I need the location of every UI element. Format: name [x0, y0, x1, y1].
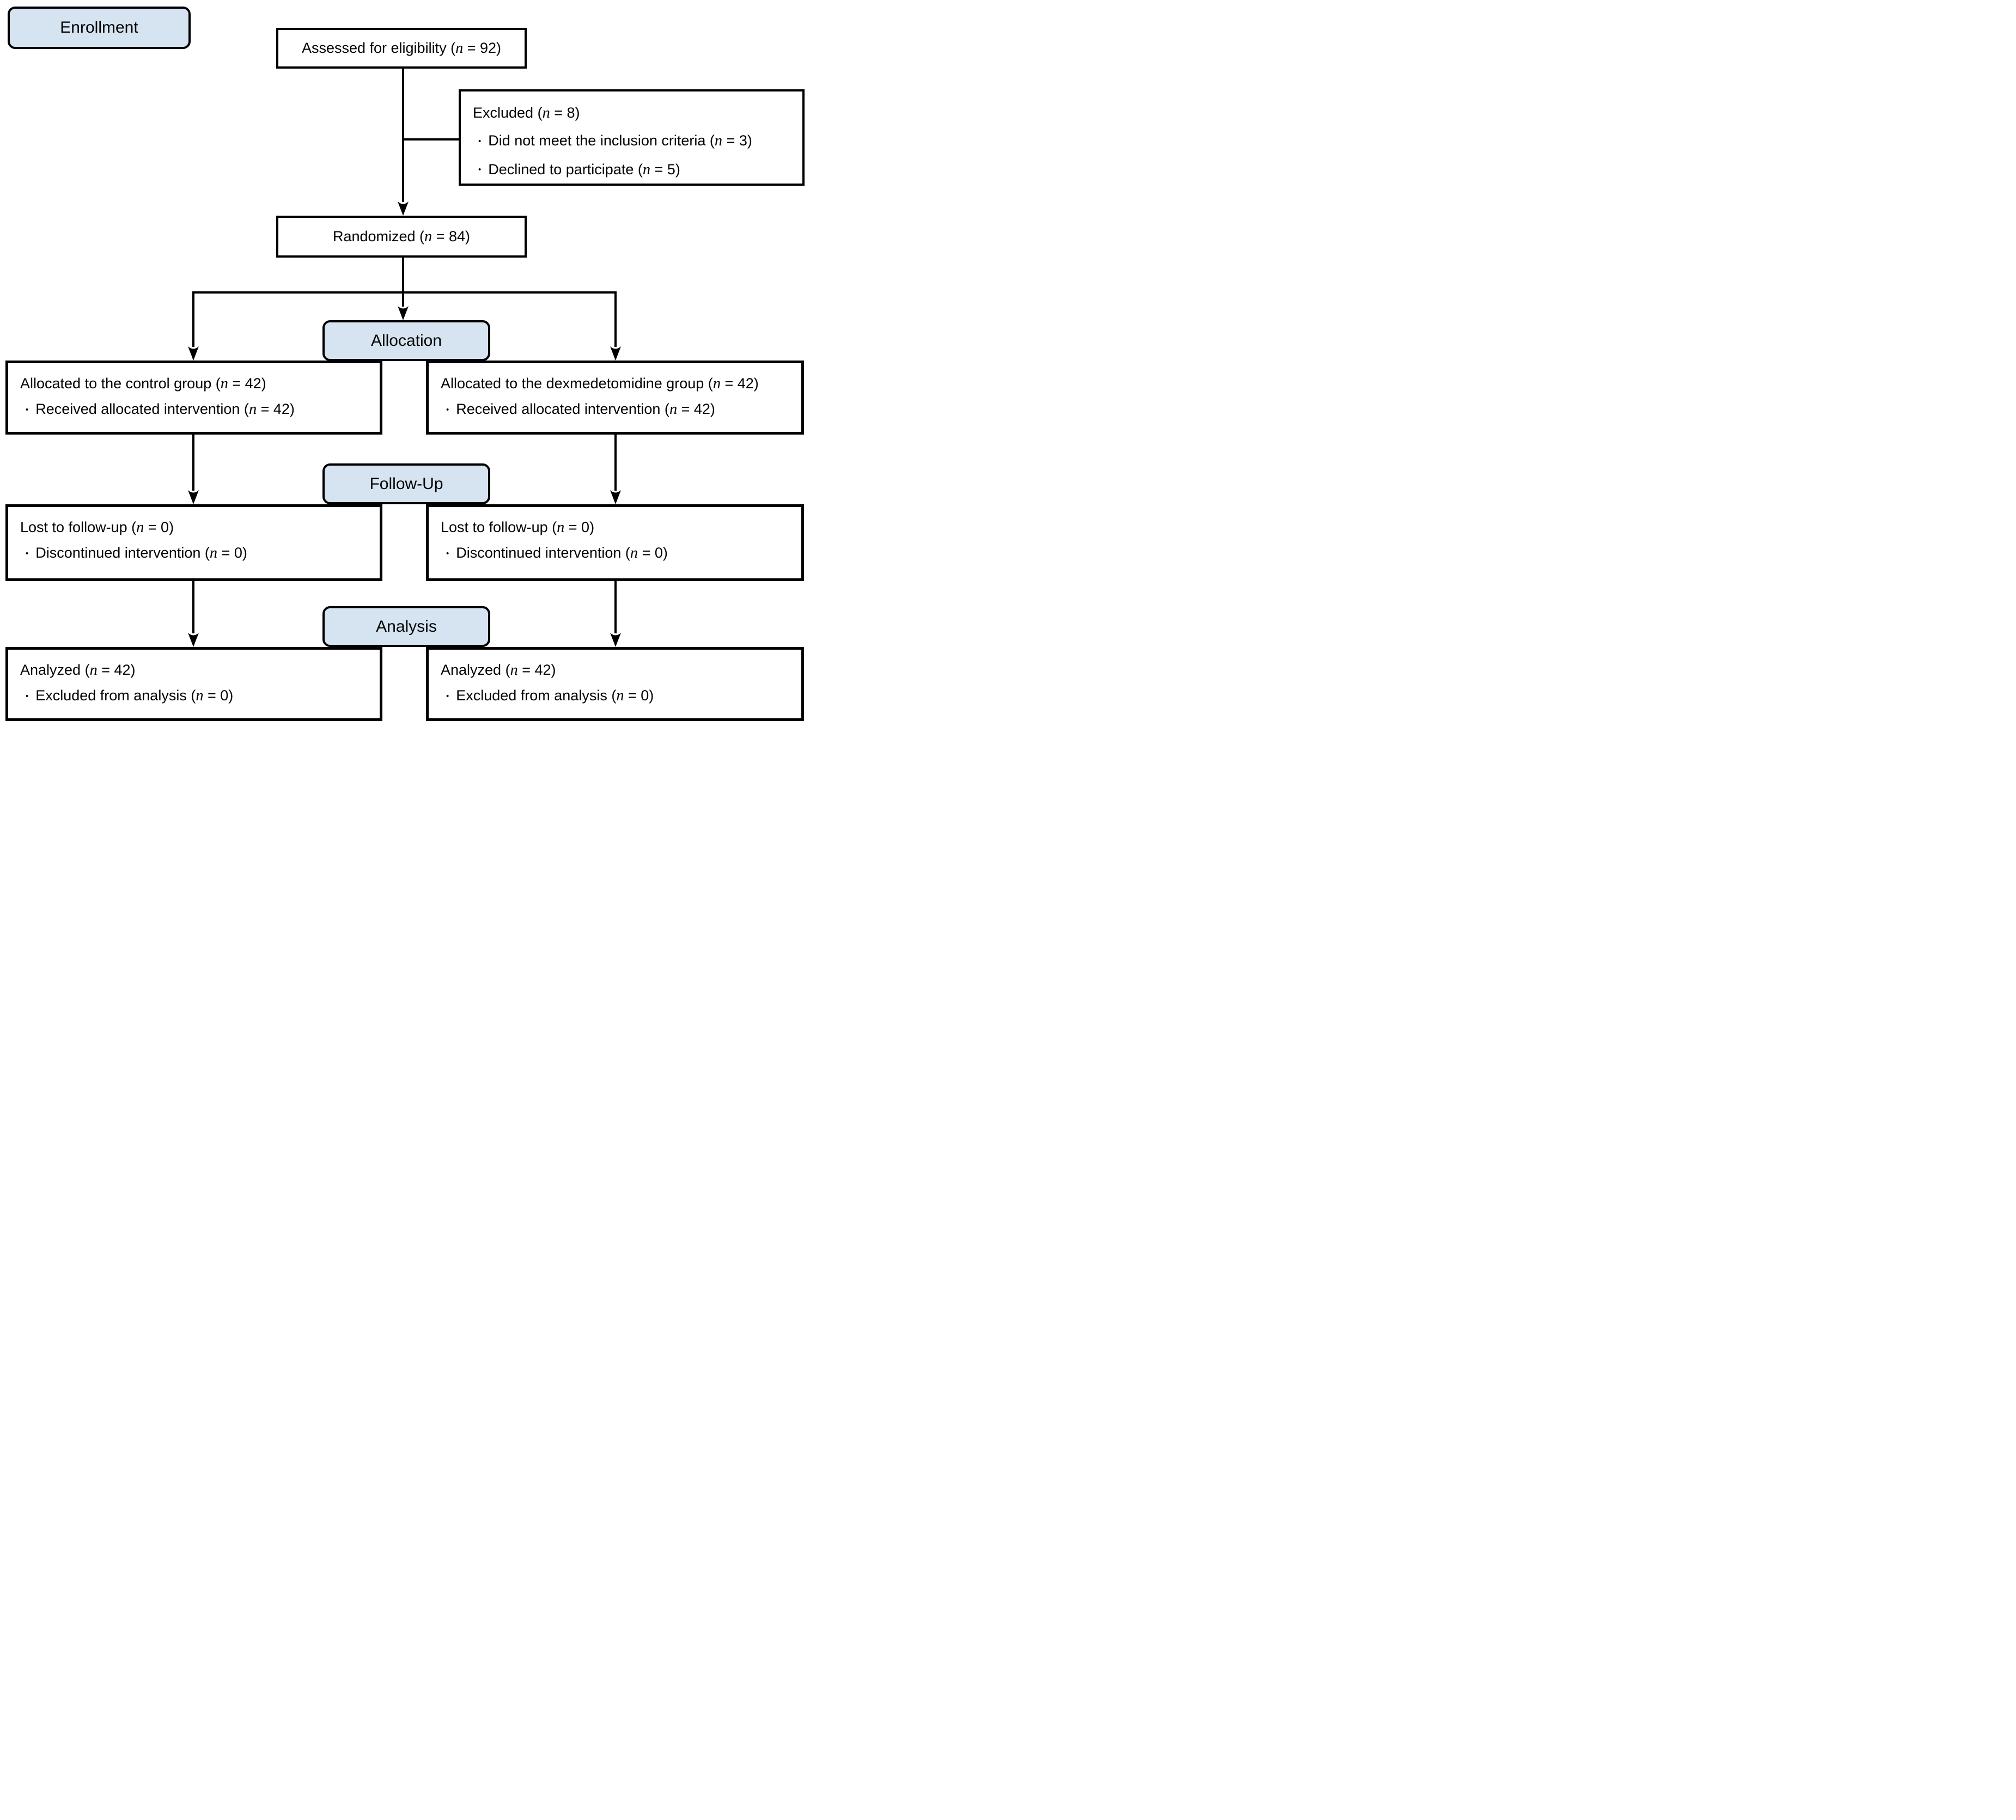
- box-bullet-item: •Received allocated intervention (n = 42…: [429, 396, 801, 423]
- stage-label-text: Enrollment: [60, 19, 138, 36]
- box-bullet-item: •Discontinued intervention (n = 0): [429, 540, 801, 567]
- flow-box-analyzed-control: Analyzed (n = 42) •Excluded from analysi…: [5, 647, 382, 721]
- arrowhead-down-icon: [398, 306, 409, 320]
- box-title: Analyzed (n = 42): [20, 662, 136, 679]
- stage-label-enrollment: Enrollment: [8, 7, 191, 49]
- bullet-icon: •: [26, 692, 29, 701]
- arrowhead-down-icon: [610, 490, 621, 504]
- connector-branch-center: [402, 291, 404, 307]
- flow-box-followup-control: Lost to follow-up (n = 0) •Discontinued …: [5, 504, 382, 581]
- flow-box-excluded: Excluded (n = 8) •Did not meet the inclu…: [459, 89, 805, 186]
- connector-fu-analysis-right: [614, 581, 617, 633]
- stage-label-analysis: Analysis: [322, 606, 490, 647]
- box-title: Assessed for eligibility (n = 92): [301, 39, 502, 57]
- flow-box-allocated-control: Allocated to the control group (n = 42) …: [5, 361, 382, 435]
- arrowhead-down-icon: [610, 633, 621, 647]
- bullet-icon: •: [446, 405, 449, 414]
- stage-label-text: Analysis: [376, 617, 437, 636]
- connector-fu-analysis-left: [192, 581, 194, 633]
- box-title: Allocated to the dexmedetomidine group (…: [441, 375, 759, 392]
- stage-label-text: Follow-Up: [369, 474, 443, 493]
- bullet-icon: •: [26, 405, 29, 414]
- flow-box-followup-dexmedetomidine: Lost to follow-up (n = 0) •Discontinued …: [426, 504, 804, 581]
- box-bullet-item: •Discontinued intervention (n = 0): [8, 540, 380, 567]
- bullet-icon: •: [446, 549, 449, 558]
- flow-box-analyzed-dexmedetomidine: Analyzed (n = 42) •Excluded from analysi…: [426, 647, 804, 721]
- connector-assessed-randomized: [402, 68, 404, 202]
- box-title: Lost to follow-up (n = 0): [20, 519, 174, 536]
- bullet-icon: •: [446, 692, 449, 701]
- box-title: Analyzed (n = 42): [441, 662, 556, 679]
- box-title: Excluded (n = 8): [473, 105, 580, 121]
- connector-branch-left: [192, 291, 194, 347]
- flow-box-allocated-dexmedetomidine: Allocated to the dexmedetomidine group (…: [426, 361, 804, 435]
- flow-box-assessed: Assessed for eligibility (n = 92): [276, 28, 527, 69]
- connector-branch-right: [614, 291, 617, 347]
- arrowhead-down-icon: [188, 346, 199, 361]
- box-bullet-item: •Excluded from analysis (n = 0): [429, 683, 801, 710]
- stage-label-allocation: Allocation: [322, 320, 490, 361]
- arrowhead-down-icon: [188, 633, 199, 647]
- stage-label-text: Allocation: [370, 331, 442, 350]
- box-bullet-item: •Excluded from analysis (n = 0): [8, 683, 380, 710]
- branch-horizontal-line: [192, 291, 617, 294]
- arrowhead-down-icon: [610, 346, 621, 361]
- bullet-icon: •: [26, 549, 29, 558]
- box-title: Allocated to the control group (n = 42): [20, 375, 266, 392]
- bullet-icon: •: [478, 137, 482, 146]
- flow-box-randomized: Randomized (n = 84): [276, 216, 527, 258]
- arrowhead-down-icon: [188, 490, 199, 504]
- arrowhead-down-icon: [398, 201, 409, 216]
- box-bullet-item: •Did not meet the inclusion criteria (n …: [461, 127, 802, 156]
- connector-excluded: [403, 138, 459, 141]
- connector-alloc-fu-left: [192, 435, 194, 491]
- bullet-icon: •: [478, 166, 482, 175]
- connector-alloc-fu-right: [614, 435, 617, 491]
- consort-flow-diagram: Enrollment Assessed for eligibility (n =…: [0, 0, 806, 728]
- box-bullet-item: •Declined to participate (n = 5): [461, 156, 802, 185]
- box-title: Randomized (n = 84): [332, 228, 471, 245]
- box-bullet-item: •Received allocated intervention (n = 42…: [8, 396, 380, 423]
- connector-randomized-branch: [402, 257, 404, 292]
- stage-label-followup: Follow-Up: [322, 463, 490, 504]
- box-title: Lost to follow-up (n = 0): [441, 519, 595, 536]
